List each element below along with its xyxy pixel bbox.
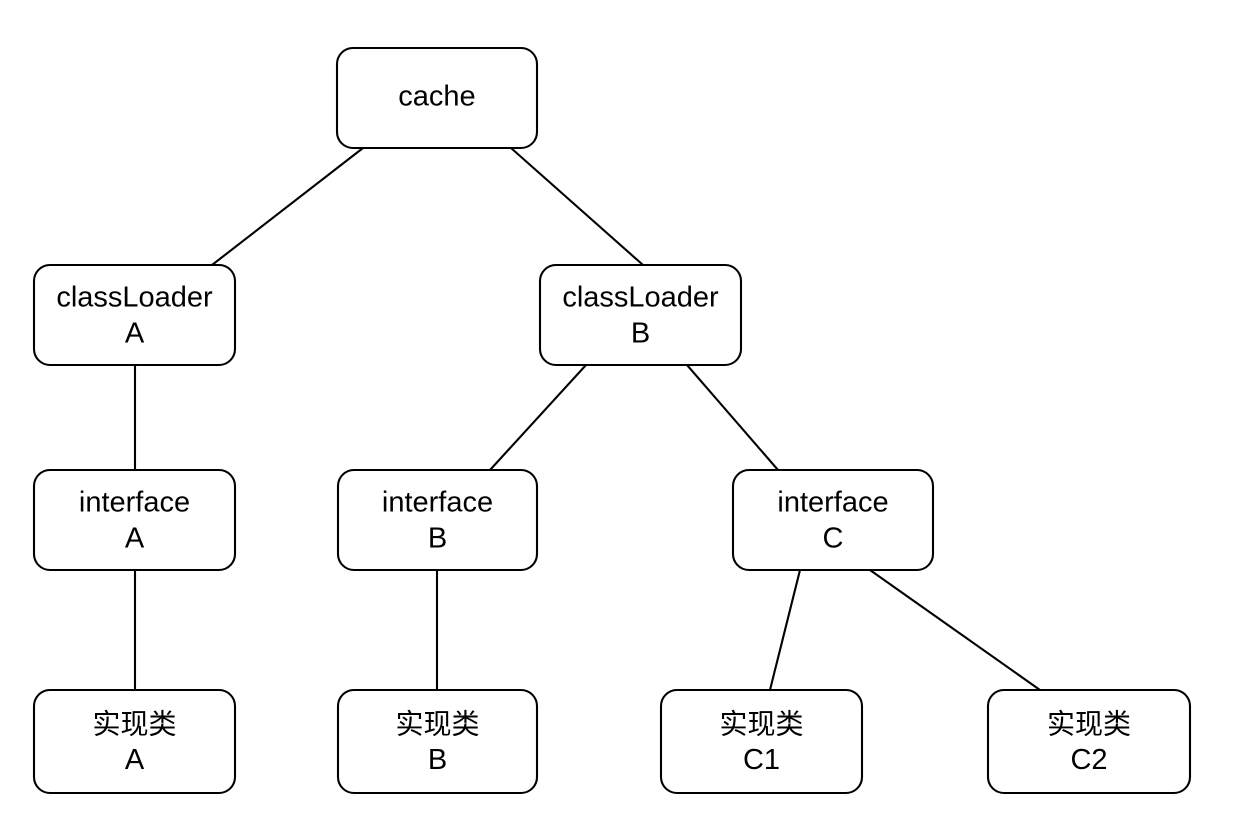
edge-classloader-b-to-interface-b (489, 364, 587, 471)
node-box-impl-a[interactable] (32, 688, 237, 795)
node-sublabel-impl-a: A (125, 744, 145, 776)
node-label-interface-c: interface (777, 487, 888, 519)
node-label-impl-c1: 实现类 (719, 708, 803, 741)
edge-classloader-b-to-interface-c (686, 364, 779, 471)
node-box-cache[interactable] (335, 46, 539, 150)
node-sublabel-classloader-a: A (125, 318, 145, 350)
node-label-cache: cache (398, 81, 475, 113)
node-sublabel-interface-c: C (823, 523, 844, 555)
nodes-group: cacheclassLoaderAclassLoaderBinterfaceAi… (32, 46, 1192, 795)
node-box-interface-b[interactable] (336, 468, 539, 572)
node-sublabel-interface-b: B (428, 523, 447, 555)
node-sublabel-impl-c1: C1 (743, 744, 780, 776)
node-label-classloader-a: classLoader (56, 282, 213, 314)
node-box-interface-c[interactable] (731, 468, 935, 572)
edges-group (133, 147, 1041, 691)
node-box-impl-c1[interactable] (659, 688, 864, 795)
node-box-interface-a[interactable] (32, 468, 237, 572)
edge-interface-c-to-impl-c2 (869, 569, 1041, 691)
node-label-interface-b: interface (382, 487, 493, 519)
node-box-impl-c2[interactable] (986, 688, 1192, 795)
edge-interface-c-to-impl-c1 (768, 569, 802, 691)
node-sublabel-classloader-b: B (631, 318, 650, 350)
node-box-classloader-b[interactable] (538, 263, 743, 367)
node-cache[interactable]: cache (335, 46, 539, 150)
edge-cache-to-classloader-b (510, 147, 644, 266)
edge-cache-to-classloader-a (211, 147, 364, 266)
node-box-impl-b[interactable] (336, 688, 539, 795)
node-label-classloader-b: classLoader (562, 282, 719, 314)
node-label-impl-b: 实现类 (395, 708, 479, 741)
node-sublabel-impl-c2: C2 (1070, 744, 1107, 776)
node-box-classloader-a[interactable] (32, 263, 237, 367)
node-sublabel-impl-b: B (428, 744, 447, 776)
node-sublabel-interface-a: A (125, 523, 145, 555)
node-label-impl-a: 实现类 (92, 708, 176, 741)
node-label-impl-c2: 实现类 (1047, 708, 1131, 741)
node-label-interface-a: interface (79, 487, 190, 519)
